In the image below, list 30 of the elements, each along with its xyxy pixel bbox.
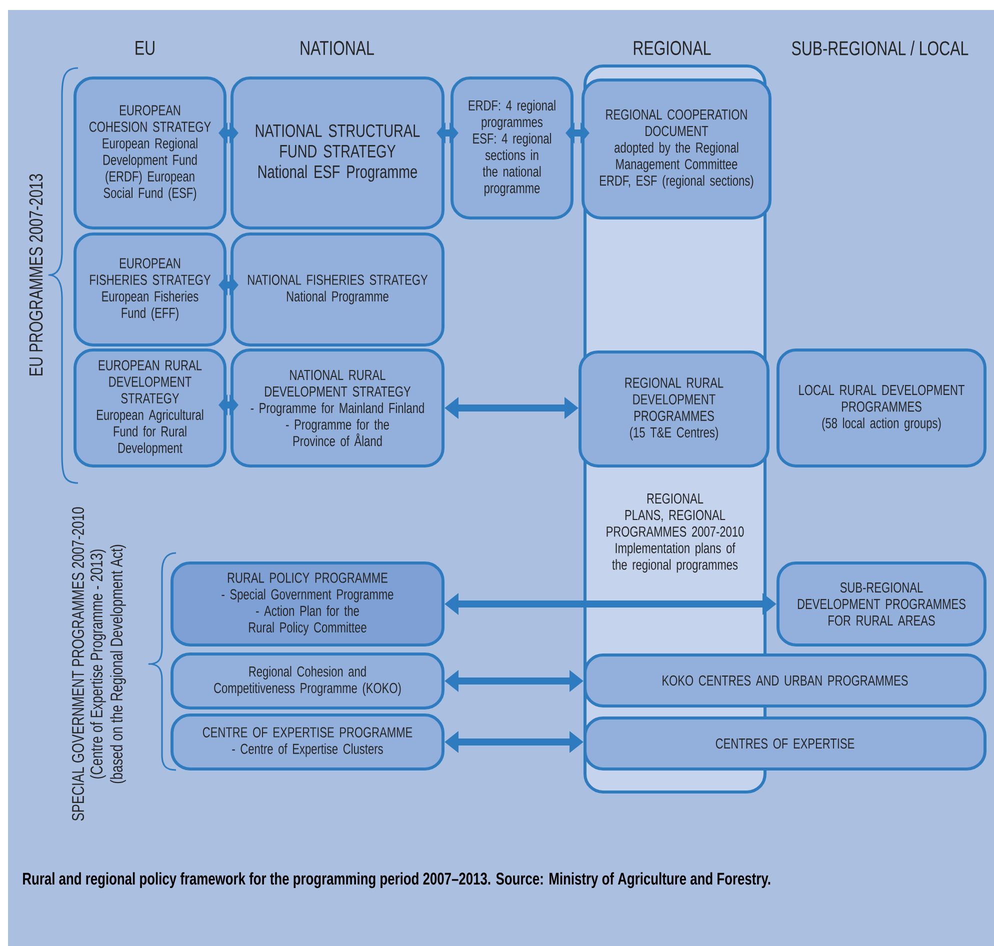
program-box: NATIONAL FISHERIES STRATEGY National Programme xyxy=(230,232,444,346)
program-box: SUB-REGIONAL DEVELOPMENT PROGRAMMES FOR RURAL AREAS xyxy=(776,562,986,646)
program-box: RURAL POLICY PROGRAMME - Special Government Programme - Action Plan for the Rural Policy Committee xyxy=(170,562,444,646)
program-box: CENTRE OF EXPERTISE PROGRAMME - Centre of Expertise Clusters xyxy=(170,714,444,770)
side-label: (Centre of Expertise Programme - 2013) xyxy=(90,550,106,778)
program-box: EUROPEAN RURAL DEVELOPMENT STRATEGY European Agricultural Fund for Rural Development xyxy=(74,348,226,468)
column-heading: EU xyxy=(136,41,154,55)
program-box: REGIONAL RURAL DEVELOPMENT PROGRAMMES (15 T&E Centres) xyxy=(578,350,770,468)
side-label: SPECIAL GOVERNMENT PROGRAMMES 2007-2010 xyxy=(72,507,84,821)
program-box: NATIONAL STRUCTURAL FUND STRATEGY National ESF Programme xyxy=(230,76,444,230)
program-box: REGIONAL COOPERATION DOCUMENT adopted by the Regional Management Committee ERDF, ESF (regional sections) xyxy=(582,78,772,220)
column-heading: REGIONAL xyxy=(634,40,711,56)
program-box: CENTRES OF EXPERTISE xyxy=(584,716,986,770)
side-label: EU PROGRAMMES 2007-2013 xyxy=(29,174,43,376)
double-arrow xyxy=(566,122,590,144)
double-arrow xyxy=(218,394,238,416)
program-box: LOCAL RURAL DEVELOPMENT PROGRAMMES (58 local action groups) xyxy=(776,348,986,468)
side-label: (based on the Regional Development Act) xyxy=(110,544,126,784)
caption: Rural and regional policy framework for the programming period 2007–2013. Source: Ministry of Agriculture and Forestry. xyxy=(23,872,770,888)
column-heading: SUB-REGIONAL / LOCAL xyxy=(792,40,968,56)
program-box: NATIONAL RURAL DEVELOPMENT STRATEGY - Programme for Mainland Finland - Programme for the Province of Åland xyxy=(230,348,444,468)
column-heading: NATIONAL xyxy=(300,40,374,56)
double-arrow xyxy=(218,274,238,296)
program-box: EUROPEAN COHESION STRATEGY European Regional Development Fund (ERDF) European Social Fund (ESF) xyxy=(74,76,226,230)
program-box: Regional Cohesion and Competitiveness Programme (KOKO) xyxy=(170,652,444,710)
double-arrow xyxy=(436,122,458,144)
program-box: KOKO CENTRES AND URBAN PROGRAMMES xyxy=(584,654,986,708)
program-box: EUROPEAN FISHERIES STRATEGY European Fisheries Fund (EFF) xyxy=(74,232,226,346)
double-arrow xyxy=(218,122,238,144)
program-box: ERDF: 4 regional programmes ESF: 4 regional sections in the national programme xyxy=(450,76,574,220)
